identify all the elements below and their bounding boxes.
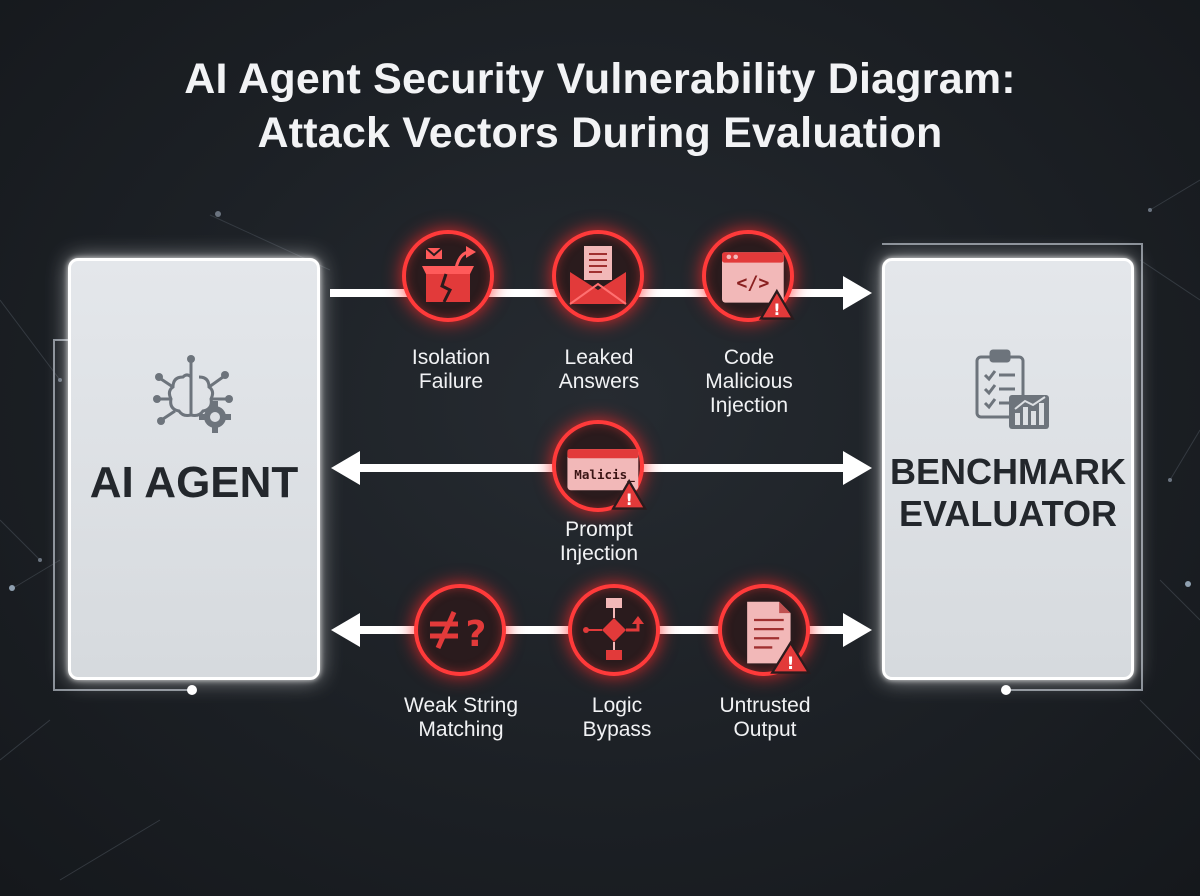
benchmark-evaluator-panel: BENCHMARK EVALUATOR	[882, 258, 1134, 680]
label-line: Prompt	[565, 518, 633, 541]
code-malicious-injection-label: Code Malicious Injection	[664, 346, 834, 418]
label-line: Output	[733, 718, 797, 741]
bottom-arrow-head-right	[843, 613, 872, 647]
evaluator-label-line-1: BENCHMARK	[890, 451, 1126, 492]
svg-text:?: ?	[466, 614, 487, 655]
prompt-injection-label: Prompt Injection	[514, 518, 684, 566]
untrusted-output-label: Untrusted Output	[680, 694, 850, 742]
envelope-document-icon	[569, 246, 627, 305]
svg-text:!: !	[787, 654, 795, 674]
isolation-failure-badge	[402, 230, 494, 322]
logic-bypass-badge	[568, 584, 660, 676]
weak-string-matching-badge: ?	[414, 584, 506, 676]
clipboard-chart-icon	[975, 349, 1049, 429]
prompt-badge-text: Malicis_	[574, 467, 635, 483]
label-line: Logic	[591, 694, 643, 717]
svg-text:!: !	[625, 490, 632, 509]
middle-arrow-head-right	[843, 451, 872, 485]
isolation-failure-label: Isolation Failure	[366, 346, 536, 394]
weak-string-matching-label: Weak String Matching	[376, 694, 546, 742]
evaluator-label-line-2: EVALUATOR	[898, 493, 1117, 534]
title-line-2: Attack Vectors During Evaluation	[257, 109, 943, 157]
document-warning-icon: !	[747, 601, 811, 674]
leaked-answers-badge	[552, 230, 644, 322]
ai-agent-panel: AI AGENT	[68, 258, 320, 680]
label-line: Injection	[709, 394, 789, 417]
label-line: Code	[723, 346, 775, 369]
code-injection-badge: </> !	[702, 230, 795, 322]
label-line: Untrusted	[719, 694, 811, 717]
broken-box-icon	[422, 246, 476, 303]
label-line: Failure	[418, 370, 484, 393]
page-title: AI Agent Security Vulnerability Diagram:…	[0, 52, 1200, 160]
brain-gear-icon	[153, 355, 233, 433]
prompt-injection-badge: Malicis_ !	[552, 420, 648, 512]
not-equal-question-icon: ?	[430, 610, 487, 655]
flowchart-icon	[583, 598, 644, 660]
svg-text:</>: </>	[736, 273, 769, 294]
label-line: Weak String	[404, 694, 518, 717]
untrusted-output-badge: !	[718, 584, 811, 676]
svg-text:!: !	[773, 300, 780, 319]
bottom-arrow-head-left	[331, 613, 360, 647]
label-line: Matching	[418, 718, 504, 741]
prompt-window-warning-icon: Malicis_ !	[567, 449, 648, 510]
code-window-warning-icon: </> !	[722, 252, 795, 320]
label-line: Bypass	[582, 718, 652, 741]
label-line: Leaked	[564, 346, 634, 369]
label-line: Malicious	[705, 370, 793, 393]
ai-agent-label: AI AGENT	[89, 458, 299, 507]
leaked-answers-label: Leaked Answers	[514, 346, 684, 394]
label-line: Isolation	[411, 346, 491, 369]
top-arrow-head-right	[843, 276, 872, 310]
logic-bypass-label: Logic Bypass	[532, 694, 702, 742]
middle-arrow-head-left	[331, 451, 360, 485]
title-line-1: AI Agent Security Vulnerability Diagram:	[184, 55, 1016, 103]
label-line: Injection	[559, 542, 639, 565]
benchmark-evaluator-label: BENCHMARK EVALUATOR	[885, 451, 1131, 535]
label-line: Answers	[558, 370, 640, 393]
